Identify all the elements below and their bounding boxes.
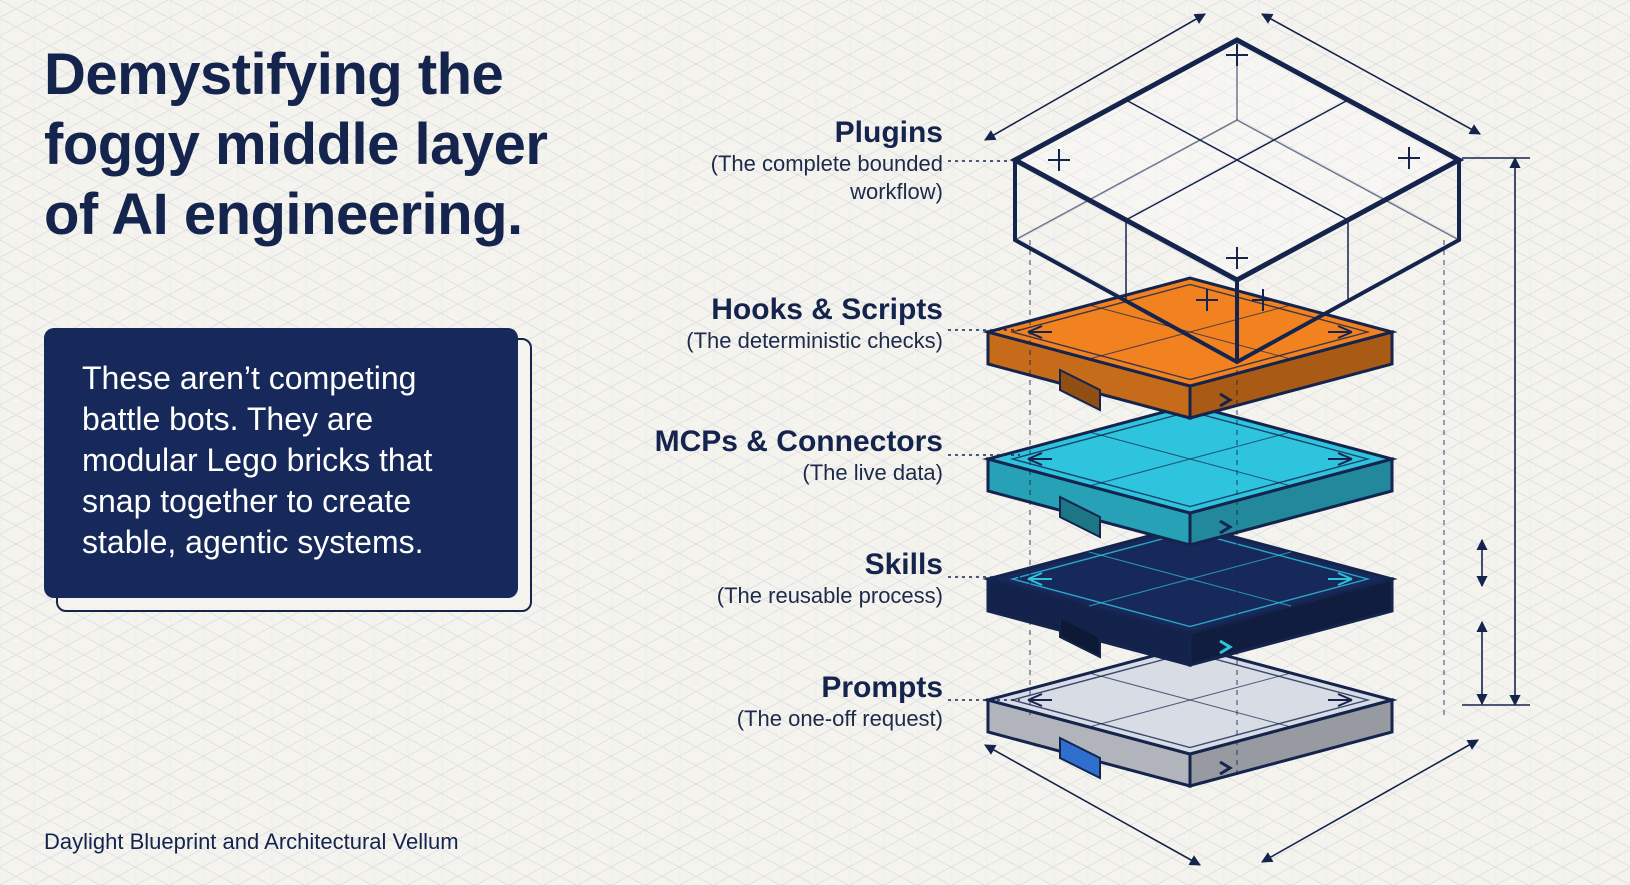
label-mcps-connectors: MCPs & Connectors (The live data) [655,425,943,487]
layer-desc-plugins-1: (The complete bounded [710,151,943,176]
layer-desc-hooks-scripts: (The deterministic checks) [686,328,943,353]
dimension-bottom-right [1261,739,1479,863]
dimension-lines [984,13,1530,866]
slab-prompts [982,644,1398,788]
layer-name-skills: Skills [864,548,943,581]
layer-desc-skills: (The reusable process) [716,583,943,608]
label-leader-lines [948,160,1020,701]
label-skills: Skills (The reusable process) [717,548,943,610]
title-line-3: of AI engineering. [44,182,523,247]
layer-slabs [982,276,1398,788]
title-line-2: foggy middle layer [44,112,548,177]
label-plugins: Plugins (The complete bounded workflow) [711,116,943,206]
dimension-top-left [984,13,1206,141]
slab-hooks-scripts [982,276,1398,420]
plugins-wireframe-cube [1009,37,1465,365]
slab-mcps-connectors [982,403,1398,547]
footer-caption: Daylight Blueprint and Architectural Vel… [44,829,459,854]
vertical-guides [1029,240,1445,780]
layer-name-hooks-scripts: Hooks & Scripts [711,293,943,326]
callout-card: These aren’t competing battle bots. They… [44,328,518,598]
slab-skills [982,523,1398,667]
label-hooks-scripts: Hooks & Scripts (The deterministic check… [686,293,943,355]
layer-name-mcps-connectors: MCPs & Connectors [654,425,943,458]
dimension-top-right [1261,13,1481,135]
dimension-bottom-left [984,744,1201,866]
layer-desc-prompts: (The one-off request) [736,706,943,731]
title-line-1: Demystifying the [44,42,504,107]
callout-text: These aren’t competing battle bots. They… [82,360,433,560]
layer-name-plugins: Plugins [834,116,943,149]
layer-name-prompts: Prompts [821,671,943,704]
layer-desc-mcps-connectors: (The live data) [802,460,943,485]
layer-desc-plugins-2: workflow) [850,179,943,204]
label-prompts: Prompts (The one-off request) [737,671,943,733]
page-title: Demystifying the foggy middle layer of A… [44,40,664,250]
